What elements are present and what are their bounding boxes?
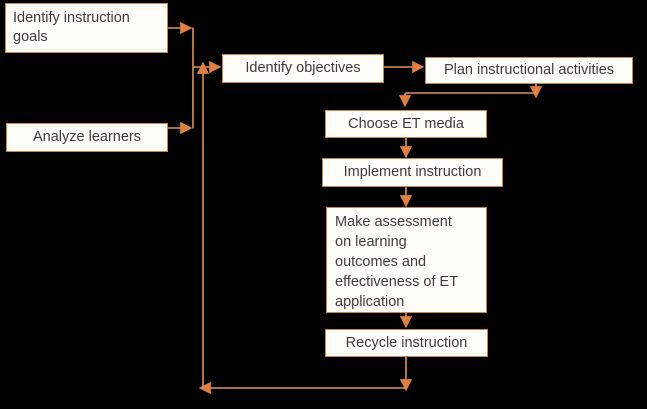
node-analyze-learners: Analyze learners xyxy=(6,123,168,152)
node-choose-media: Choose ET media xyxy=(325,110,487,138)
node-plan-activities: Plan instructional activities xyxy=(425,57,633,84)
node-identify-goals: Identify instruction goals xyxy=(5,3,168,53)
node-identify-objectives: Identify objectives xyxy=(222,54,384,83)
node-implement-instruction: Implement instruction xyxy=(322,158,503,187)
node-recycle-instruction: Recycle instruction xyxy=(325,329,488,357)
node-make-assessment: Make assessment on learning outcomes and… xyxy=(326,207,487,313)
